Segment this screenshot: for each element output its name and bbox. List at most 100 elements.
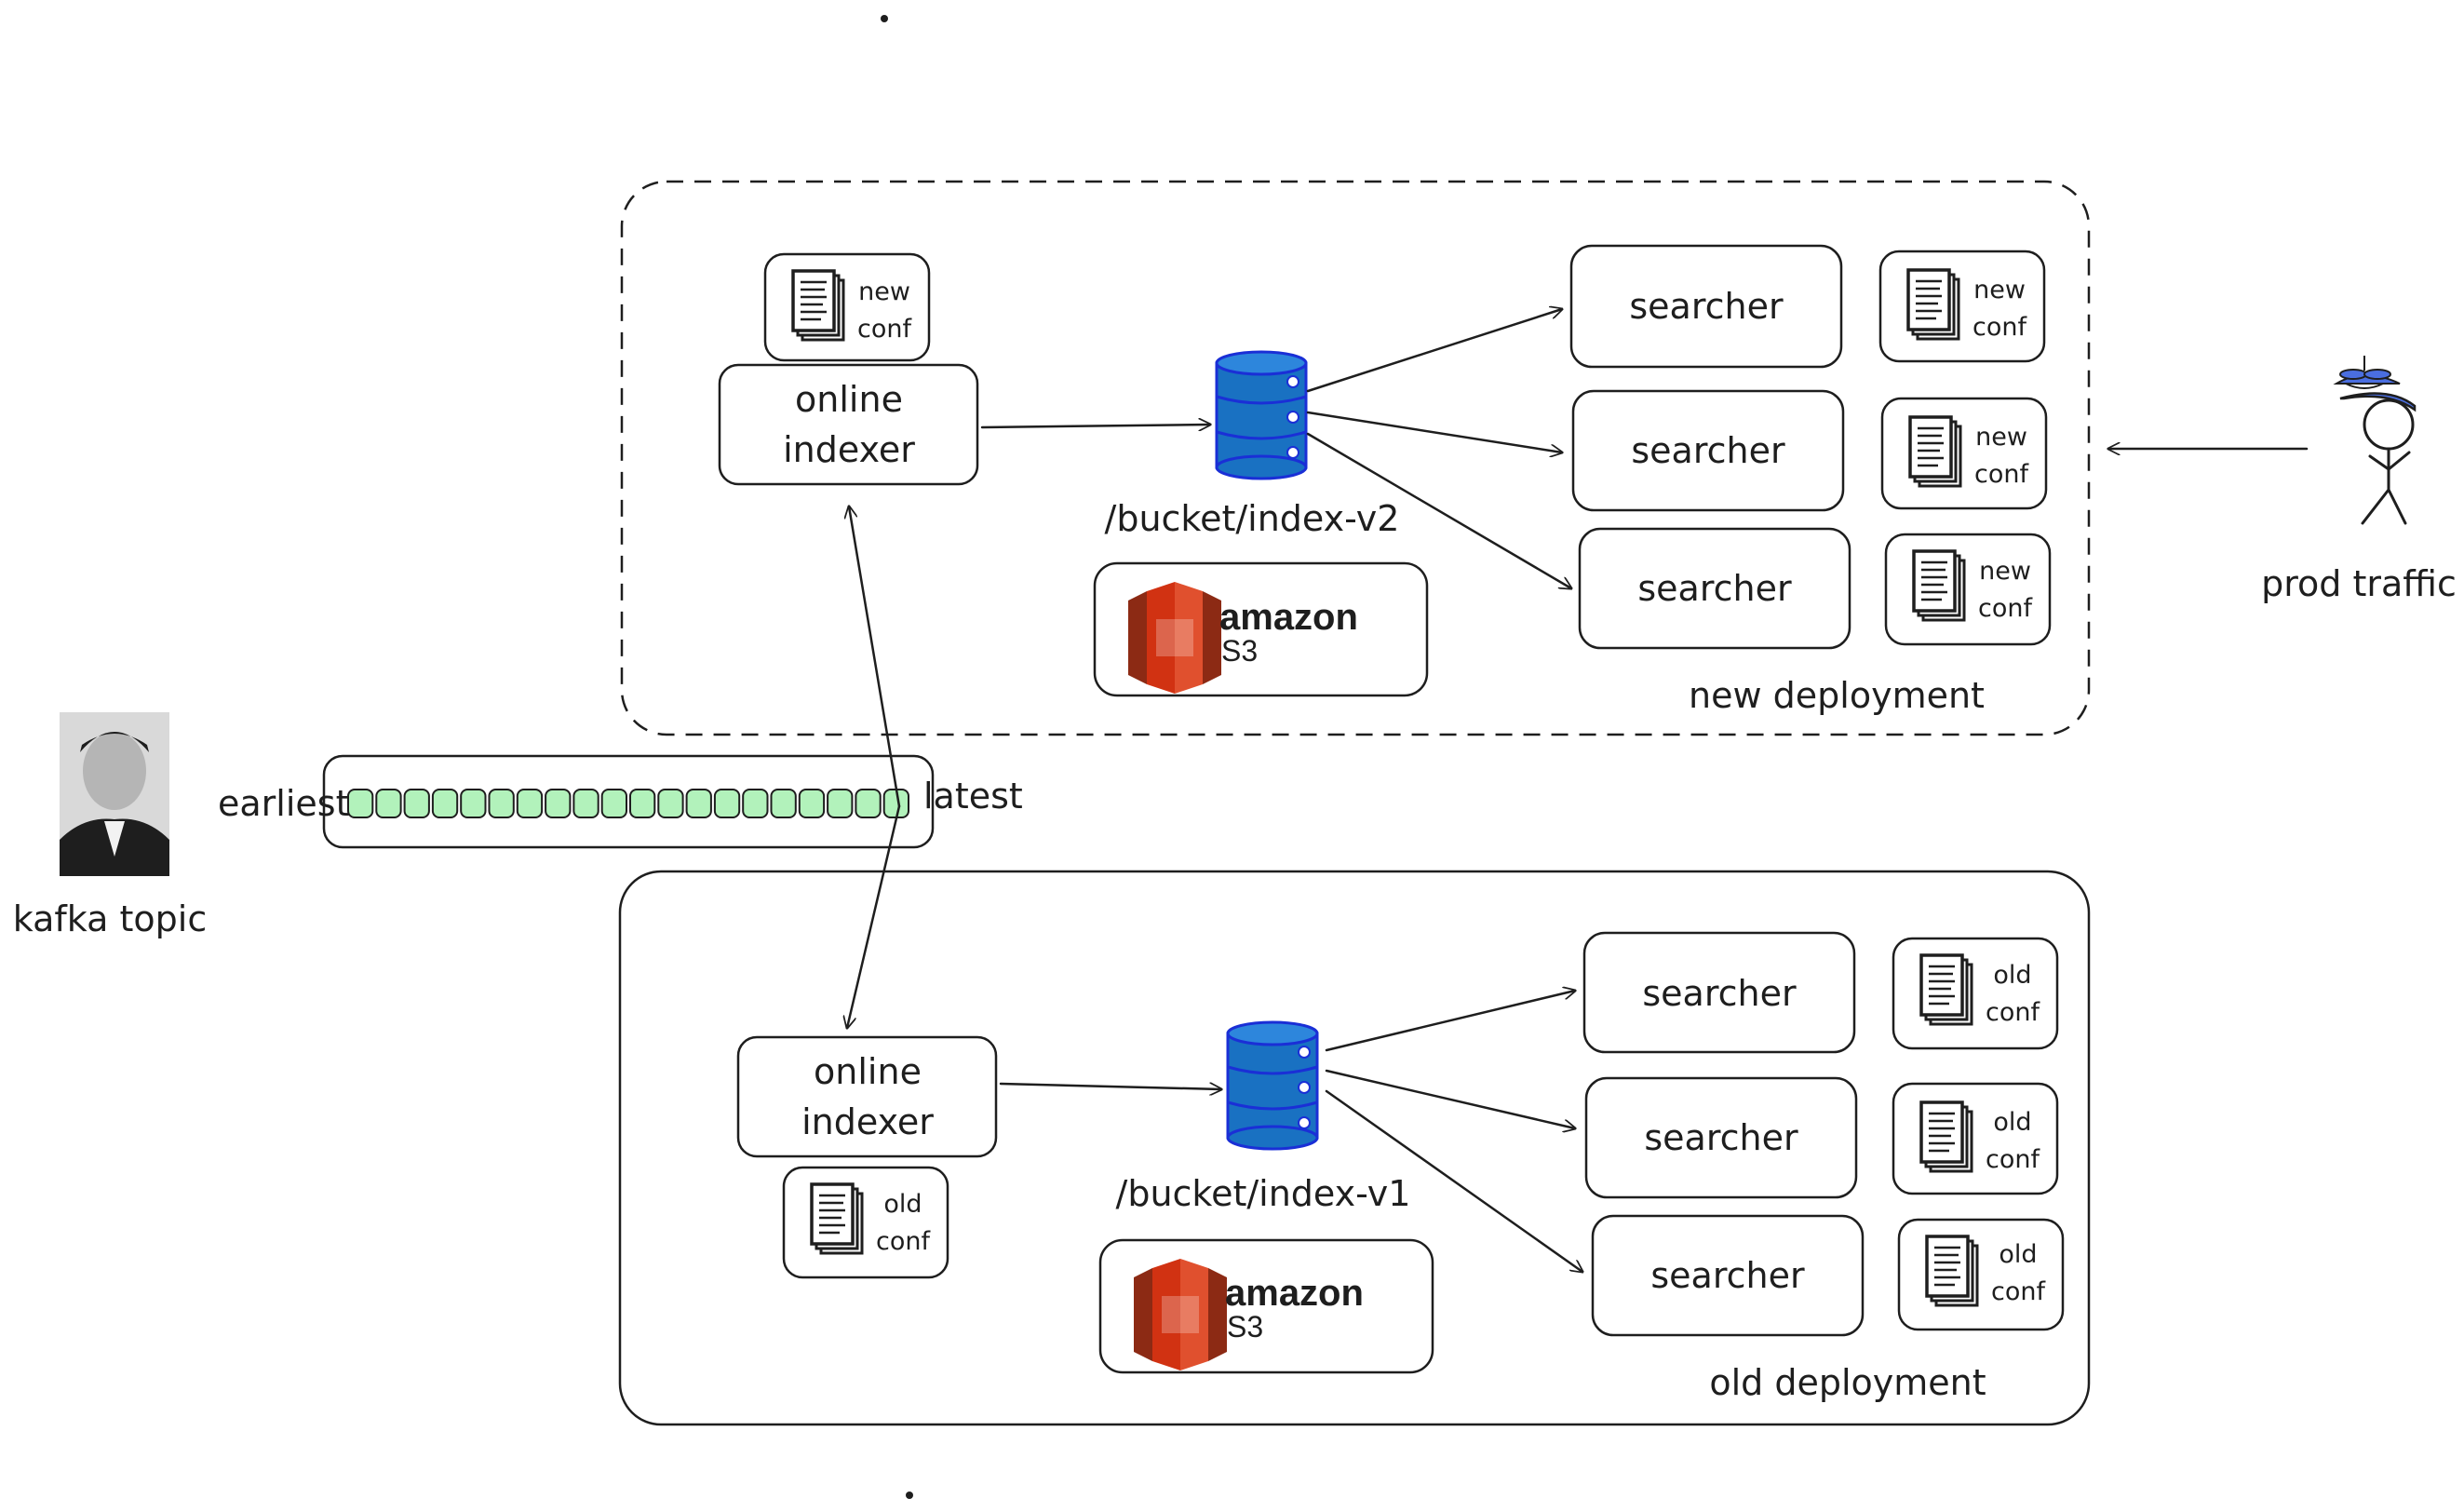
conf-label-line1: new (858, 277, 910, 306)
searcher-label: searcher (1631, 430, 1785, 471)
searcher-label: searcher (1637, 568, 1792, 609)
s3-brand-text: amazon (1219, 597, 1358, 638)
s3-product-text: S3 (1227, 1310, 1263, 1343)
topic-message (375, 789, 402, 818)
old-indexer-conf: old conf (782, 1166, 949, 1279)
indexer-label-line1: online (814, 1051, 922, 1092)
searcher-box: searcher (1571, 389, 1845, 512)
topic-to-old-indexer-arrow (847, 804, 901, 1028)
kafka-topic: kafka topic earliest latest (13, 712, 1023, 939)
document-icon (791, 269, 845, 342)
prod-traffic-label: prod traffic (2261, 563, 2457, 604)
db-to-searcher-arrow (1306, 309, 1562, 393)
indexer-label-line2: indexer (783, 429, 915, 470)
document-icon (1906, 268, 1960, 341)
conf-label-line1: new (1979, 557, 2031, 586)
searcher-conf: old conf (1892, 937, 2059, 1050)
indexer-to-db-arrow (980, 425, 1210, 427)
conf-label-line2: conf (1991, 1277, 2046, 1306)
s3-product-text: S3 (1221, 634, 1258, 668)
prod-traffic: prod traffic (2108, 356, 2457, 604)
topic-message (629, 789, 656, 818)
bucket-label: /bucket/index-v2 (1105, 498, 1400, 539)
searcher-conf: new conf (1878, 250, 2046, 363)
s3-badge: amazon S3 (1098, 1238, 1434, 1374)
conf-label-line1: new (1975, 423, 2027, 452)
bucket-label: /bucket/index-v1 (1116, 1173, 1411, 1214)
portrait-photo (60, 712, 169, 876)
topic-message (460, 789, 487, 818)
topic-message (545, 789, 572, 818)
topic-message (600, 789, 628, 818)
document-icon (1912, 549, 1966, 622)
database-icon (1215, 350, 1308, 480)
db-to-searcher-arrow (1325, 991, 1575, 1052)
topic-message (855, 789, 882, 818)
s3-brand-text: amazon (1225, 1273, 1364, 1314)
db-to-searcher-arrow (1325, 1089, 1582, 1272)
database-icon (1226, 1020, 1319, 1151)
stray-dot (906, 1492, 913, 1499)
topic-message (488, 789, 515, 818)
searcher-conf: old conf (1892, 1082, 2059, 1195)
searcher-box: searcher (1584, 1076, 1858, 1199)
topic-messages (347, 789, 910, 818)
latest-label: latest (923, 776, 1023, 817)
document-icon (1919, 953, 1973, 1026)
topic-message (657, 789, 684, 818)
indexer-label-line1: online (795, 379, 903, 420)
topic-message (572, 789, 599, 818)
topic-message (685, 789, 712, 818)
document-icon (810, 1182, 864, 1255)
old-deployment-border (618, 870, 2091, 1426)
conf-label-line1: new (1973, 276, 2026, 304)
topic-message (798, 789, 826, 818)
stick-figure-icon (2333, 356, 2417, 525)
new-online-indexer: online indexer (718, 363, 979, 486)
topic-message (516, 789, 544, 818)
db-to-searcher-arrow (1306, 432, 1571, 588)
conf-label-line2: conf (1973, 313, 2027, 342)
searcher-label: searcher (1644, 1117, 1798, 1158)
db-to-searcher-arrow (1306, 411, 1562, 452)
topic-message (431, 789, 459, 818)
indexer-label-line2: indexer (801, 1101, 934, 1142)
old-deployment-group: old deployment online indexer old conf /… (618, 870, 2091, 1426)
conf-label-line2: conf (1974, 460, 2029, 489)
searcher-box: searcher (1578, 527, 1851, 650)
kafka-topic-label: kafka topic (13, 898, 207, 939)
document-icon (1925, 1235, 1979, 1307)
conf-label-line2: conf (1978, 594, 2033, 623)
new-indexer-conf: new conf (763, 252, 931, 362)
aws-s3-logo-icon (1128, 582, 1221, 694)
old-online-indexer: online indexer (736, 1035, 998, 1158)
aws-s3-logo-icon (1134, 1259, 1227, 1370)
conf-label-line1: old (1993, 1108, 2031, 1137)
conf-label-line1: old (1993, 961, 2031, 990)
topic-message (713, 789, 741, 818)
searcher-label: searcher (1629, 286, 1784, 327)
conf-label-line2: conf (1986, 1145, 2040, 1174)
stray-dot (881, 15, 888, 22)
conf-label-line1: old (883, 1190, 922, 1219)
searcher-label: searcher (1650, 1255, 1805, 1296)
conf-label-line2: conf (1986, 998, 2040, 1027)
topic-message (827, 789, 854, 818)
earliest-label: earliest (218, 783, 349, 824)
searcher-conf: old conf (1897, 1218, 2065, 1331)
old-deployment-label: old deployment (1709, 1362, 1986, 1403)
searcher-box: searcher (1569, 244, 1843, 369)
new-deployment-border (620, 180, 2091, 736)
indexer-to-db-arrow (999, 1084, 1221, 1089)
topic-message (347, 789, 374, 818)
conf-label-line2: conf (857, 315, 912, 344)
db-to-searcher-arrow (1325, 1069, 1575, 1128)
conf-label-line2: conf (876, 1227, 931, 1256)
searcher-conf: new conf (1880, 397, 2048, 510)
new-deployment-label: new deployment (1689, 675, 1985, 716)
topic-container (322, 754, 935, 849)
topic-message (403, 789, 430, 818)
s3-badge: amazon S3 (1093, 561, 1429, 697)
topic-message (770, 789, 797, 818)
